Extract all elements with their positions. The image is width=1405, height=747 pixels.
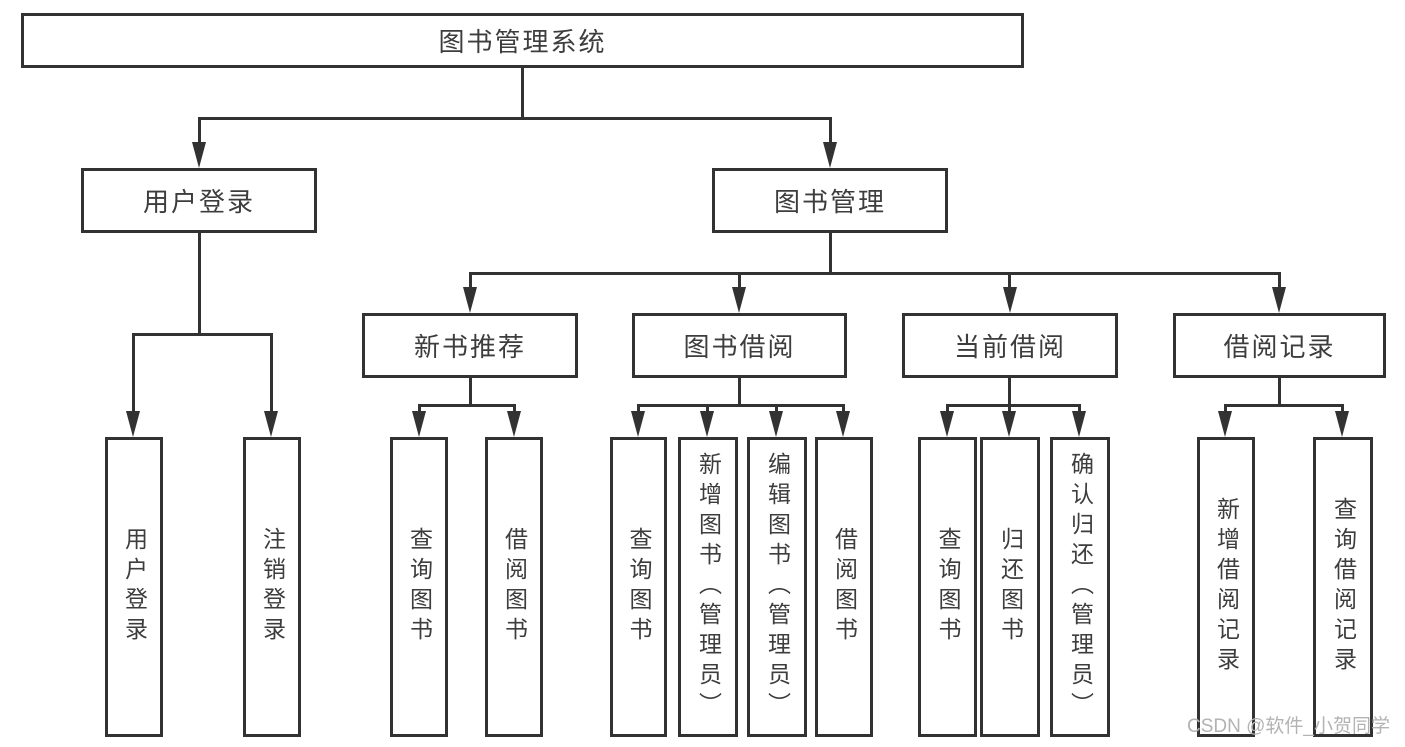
connector-drop [1078, 404, 1081, 413]
arrowhead-icon [700, 411, 714, 437]
leaf-add-borrow-record: 新增借阅记录 [1197, 437, 1255, 737]
node-label: 查询图书 [626, 527, 652, 647]
node-label: 借阅记录 [1223, 332, 1336, 362]
arrowhead-icon [836, 411, 850, 437]
connector-root-horizontal [198, 117, 832, 120]
node-label: 图书借阅 [683, 332, 796, 362]
arrowhead-icon [1003, 287, 1017, 313]
connector-user-login-vertical [198, 233, 201, 336]
leaf-query-books-recommend: 查询图书 [390, 437, 448, 737]
connector-drop [637, 404, 640, 413]
arrowhead-icon [769, 411, 783, 437]
arrowhead-icon [1218, 411, 1232, 437]
connector-drop-book-management [829, 117, 832, 144]
connector-drop [1278, 272, 1281, 289]
connector-book-management-vertical [829, 233, 832, 275]
leaf-query-borrow-record: 查询借阅记录 [1313, 437, 1373, 737]
arrowhead-icon [1335, 411, 1349, 437]
node-label: 查询借阅记录 [1330, 497, 1357, 677]
node-label: 新增图书（管理员） [695, 452, 722, 722]
node-book-management: 图书管理 [712, 168, 948, 233]
node-library-management-system: 图书管理系统 [21, 13, 1024, 68]
arrowhead-icon [507, 411, 521, 437]
leaf-logout-login: 注销登录 [243, 437, 301, 737]
connector-drop-user-login [198, 117, 201, 144]
connector-current-vertical [1008, 378, 1011, 407]
connector-drop [1341, 404, 1344, 413]
node-current-borrowing: 当前借阅 [902, 313, 1118, 378]
leaf-query-books-borrowing: 查询图书 [610, 437, 667, 737]
node-label: 新书推荐 [413, 332, 526, 362]
node-new-book-recommendation: 新书推荐 [362, 313, 578, 378]
node-label: 图书管理 [773, 187, 886, 217]
connector-drop [132, 333, 135, 412]
connector-drop [418, 404, 421, 413]
node-user-login: 用户登录 [81, 168, 317, 233]
connector-recommendation-horizontal [418, 404, 516, 407]
node-label: 图书管理系统 [438, 27, 607, 57]
node-label: 用户登录 [121, 527, 148, 647]
node-label: 查询图书 [406, 527, 433, 647]
arrowhead-icon [1002, 411, 1016, 437]
connector-drop [842, 404, 845, 413]
arrowhead-icon [631, 411, 645, 437]
arrowhead-icon [264, 411, 278, 437]
connector-drop [775, 404, 778, 413]
connector-recommendation-vertical [469, 378, 472, 407]
node-label: 查询图书 [935, 527, 961, 647]
arrowhead-icon [732, 287, 746, 313]
connector-drop [1224, 404, 1227, 413]
arrowhead-icon [192, 142, 206, 168]
node-label: 用户登录 [142, 187, 255, 217]
arrowhead-icon [1072, 411, 1086, 437]
connector-drop [1008, 404, 1011, 413]
arrowhead-icon [1272, 287, 1286, 313]
arrowhead-icon [463, 287, 477, 313]
node-book-borrowing: 图书借阅 [632, 313, 847, 378]
node-label: 注销登录 [259, 527, 286, 647]
node-label: 归还图书 [997, 527, 1024, 647]
connector-book-management-horizontal [469, 272, 1281, 275]
leaf-confirm-return-admin: 确认归还（管理员） [1050, 437, 1110, 737]
watermark: CSDN @软件_小贺同学 [1187, 716, 1390, 737]
leaf-edit-books-admin: 编辑图书（管理员） [747, 437, 807, 737]
connector-drop [469, 272, 472, 289]
connector-drop [270, 333, 273, 412]
connector-drop [513, 404, 516, 413]
leaf-borrow-books-recommend: 借阅图书 [485, 437, 543, 737]
connector-drop [1008, 272, 1011, 289]
connector-drop [706, 404, 709, 413]
arrowhead-icon [940, 411, 954, 437]
connector-root-vertical [521, 68, 524, 120]
node-label: 新增借阅记录 [1213, 497, 1240, 677]
connector-borrowing-horizontal [637, 404, 845, 407]
node-label: 借阅图书 [501, 527, 528, 647]
arrowhead-icon [126, 411, 140, 437]
leaf-query-books-current: 查询图书 [918, 437, 977, 737]
leaf-return-books: 归还图书 [980, 437, 1040, 737]
arrowhead-icon [823, 142, 837, 168]
node-label: 编辑图书（管理员） [764, 452, 791, 722]
leaf-add-books-admin: 新增图书（管理员） [678, 437, 738, 737]
node-label: 确认归还（管理员） [1067, 452, 1094, 722]
leaf-borrow-books: 借阅图书 [815, 437, 873, 737]
leaf-user-login: 用户登录 [105, 437, 163, 737]
node-label: 当前借阅 [953, 332, 1066, 362]
connector-user-login-horizontal [132, 333, 273, 336]
connector-current-horizontal [946, 404, 1081, 407]
connector-records-vertical [1278, 378, 1281, 407]
connector-borrowing-vertical [738, 378, 741, 407]
connector-records-horizontal [1224, 404, 1344, 407]
node-label: 借阅图书 [831, 527, 858, 647]
connector-drop [946, 404, 949, 413]
arrowhead-icon [412, 411, 426, 437]
connector-drop [738, 272, 741, 289]
node-borrowing-records: 借阅记录 [1173, 313, 1386, 378]
